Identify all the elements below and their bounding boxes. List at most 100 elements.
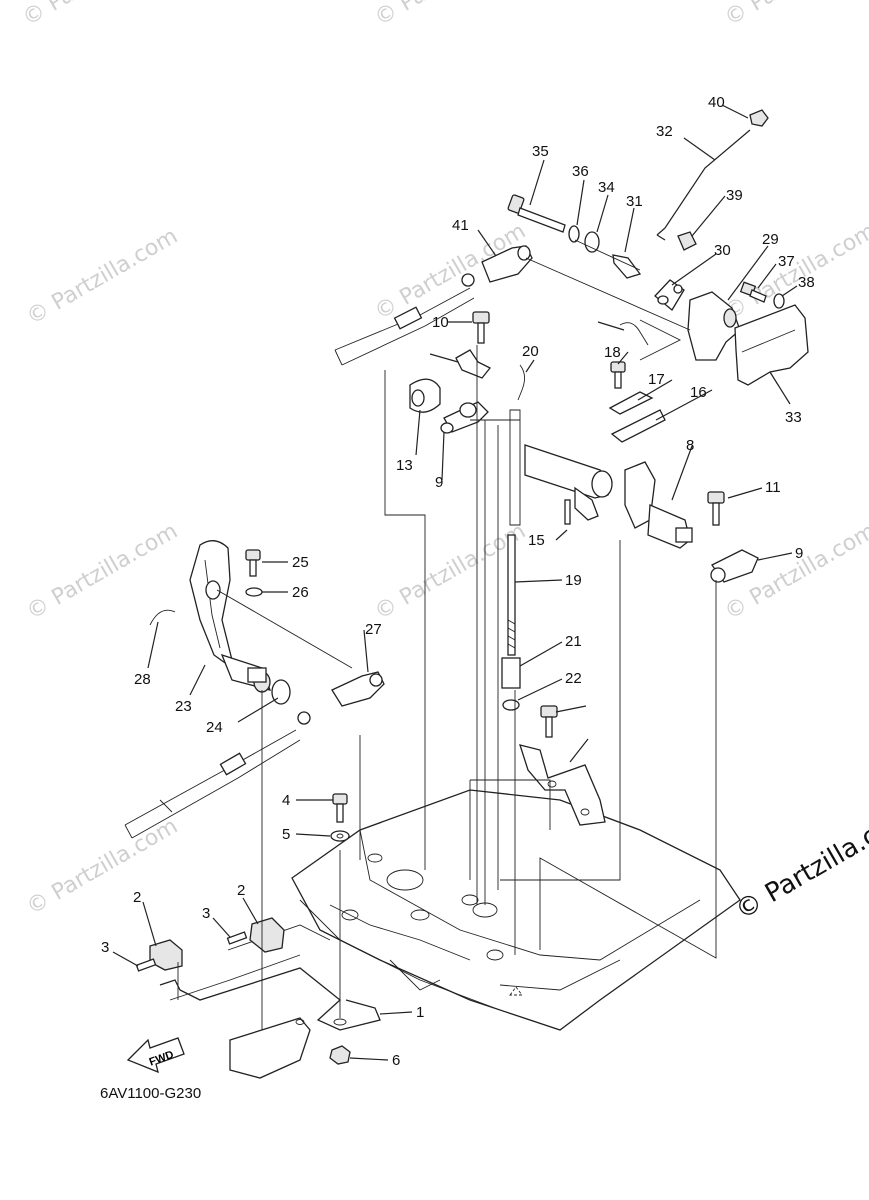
assembly-lines xyxy=(177,239,717,1030)
fwd-arrow-icon: FWD xyxy=(126,1037,185,1074)
collar-8-right xyxy=(710,549,759,583)
washer-22 xyxy=(245,587,263,597)
callout-18: 22 xyxy=(565,670,582,687)
clamp-10 xyxy=(409,378,441,413)
rod-upper xyxy=(509,409,521,526)
collar-17 xyxy=(501,657,521,689)
washer-32 xyxy=(568,225,580,243)
watermark: © Partzilla.com xyxy=(23,224,183,331)
callout-5: 5 xyxy=(282,826,290,843)
callout-34: 38 xyxy=(798,274,815,291)
callout-16: 20 xyxy=(522,343,539,360)
clip-35 xyxy=(677,231,697,251)
bolt-40 xyxy=(540,705,558,738)
nut-23 xyxy=(297,711,311,725)
cap-36 xyxy=(749,109,769,127)
washer-34 xyxy=(773,293,785,309)
plate-29 xyxy=(734,304,809,386)
callout-3-left: 3 xyxy=(101,939,109,956)
callout-29: 33 xyxy=(785,409,802,426)
nut-6 xyxy=(329,1045,351,1065)
rod-28 xyxy=(656,129,751,241)
callout-11: 15 xyxy=(528,532,545,549)
callout-6: 6 xyxy=(392,1052,400,1069)
callout-25: 29 xyxy=(762,231,779,248)
callout-7: 8 xyxy=(686,437,694,454)
watermark: © Partzilla.com xyxy=(371,0,531,31)
callout-31: 35 xyxy=(532,143,549,160)
callout-23: 27 xyxy=(365,621,382,638)
clip-16 xyxy=(517,364,525,401)
callout-33: 37 xyxy=(778,253,795,270)
copyright-watermark: © Partzilla.com xyxy=(731,800,869,926)
callout-2-left: 2 xyxy=(133,889,141,906)
callout-27: 31 xyxy=(626,193,643,210)
clamp-41 xyxy=(455,349,492,379)
leader-lines xyxy=(112,104,798,1061)
shift-shaft-7 xyxy=(524,444,693,549)
joint-23 xyxy=(331,671,385,707)
callout-1: 1 xyxy=(416,1004,424,1021)
bracket-25 xyxy=(687,291,741,361)
bolt-9-upper xyxy=(472,311,490,344)
watermarks: © Partzilla.com © Partzilla.com © Partzi… xyxy=(19,0,869,920)
callout-9-upper: 10 xyxy=(432,314,449,331)
callout-21: 25 xyxy=(292,554,309,571)
callout-15: 19 xyxy=(565,572,582,589)
shift-lever-19 xyxy=(189,540,272,693)
diagram-code: 6AV1100-G230 xyxy=(100,1085,201,1102)
watermark: © Partzilla.com xyxy=(23,519,183,626)
oring-20 xyxy=(271,679,291,705)
callout-9-right: 11 xyxy=(765,479,781,496)
callout-32: 36 xyxy=(572,163,589,180)
bolt-4 xyxy=(332,793,348,823)
callout-17: 21 xyxy=(565,633,582,650)
watermark: © Partzilla.com xyxy=(23,814,183,921)
shift-cable-upper xyxy=(334,287,475,366)
callout-36: 40 xyxy=(708,94,725,111)
nut-upper xyxy=(461,273,475,287)
watermark: © Partzilla.com xyxy=(371,519,531,626)
callout-14: 18 xyxy=(604,344,621,361)
lower-cowling xyxy=(291,789,741,1031)
callout-35: 39 xyxy=(726,187,743,204)
callout-3-right: 3 xyxy=(202,905,210,922)
callout-8-upper: 9 xyxy=(435,474,443,491)
joint-37 xyxy=(481,245,533,283)
rod-15 xyxy=(507,534,516,656)
bolt-9-right xyxy=(707,491,725,526)
callout-13: 17 xyxy=(648,371,665,388)
lever-26 xyxy=(654,279,685,311)
callout-2-right: 2 xyxy=(237,882,245,899)
callout-26: 30 xyxy=(714,242,731,259)
shift-cable-lower xyxy=(124,729,301,839)
callout-22: 26 xyxy=(292,584,309,601)
pins-3 xyxy=(135,931,248,972)
callout-30: 34 xyxy=(598,179,615,196)
bolt-33 xyxy=(739,281,767,303)
washer-5 xyxy=(330,830,350,842)
collar-27 xyxy=(612,254,642,279)
clip-38 xyxy=(619,322,649,346)
bracket-39 xyxy=(519,744,606,826)
callout-24: 28 xyxy=(134,671,151,688)
callout-labels: 40 32 35 36 34 31 39 29 30 37 38 33 41 1… xyxy=(101,94,815,1069)
bolt-14 xyxy=(610,361,626,389)
callout-28: 32 xyxy=(656,123,673,140)
clip-2-right xyxy=(249,917,285,953)
callout-8-right: 9 xyxy=(795,545,803,562)
callout-12: 16 xyxy=(690,384,707,401)
callout-4: 4 xyxy=(282,792,290,809)
collar-8-upper xyxy=(440,401,489,434)
pin-11 xyxy=(564,499,571,525)
bolt-31 xyxy=(507,194,566,233)
watermark: © Partzilla.com xyxy=(19,0,179,31)
bolt-21 xyxy=(245,549,261,577)
washer-18 xyxy=(502,699,520,711)
callout-20: 24 xyxy=(206,719,223,736)
watermark: © Partzilla.com xyxy=(721,0,869,31)
washer-30 xyxy=(584,231,600,253)
callout-10: 13 xyxy=(396,457,413,474)
callout-37: 41 xyxy=(452,217,469,234)
